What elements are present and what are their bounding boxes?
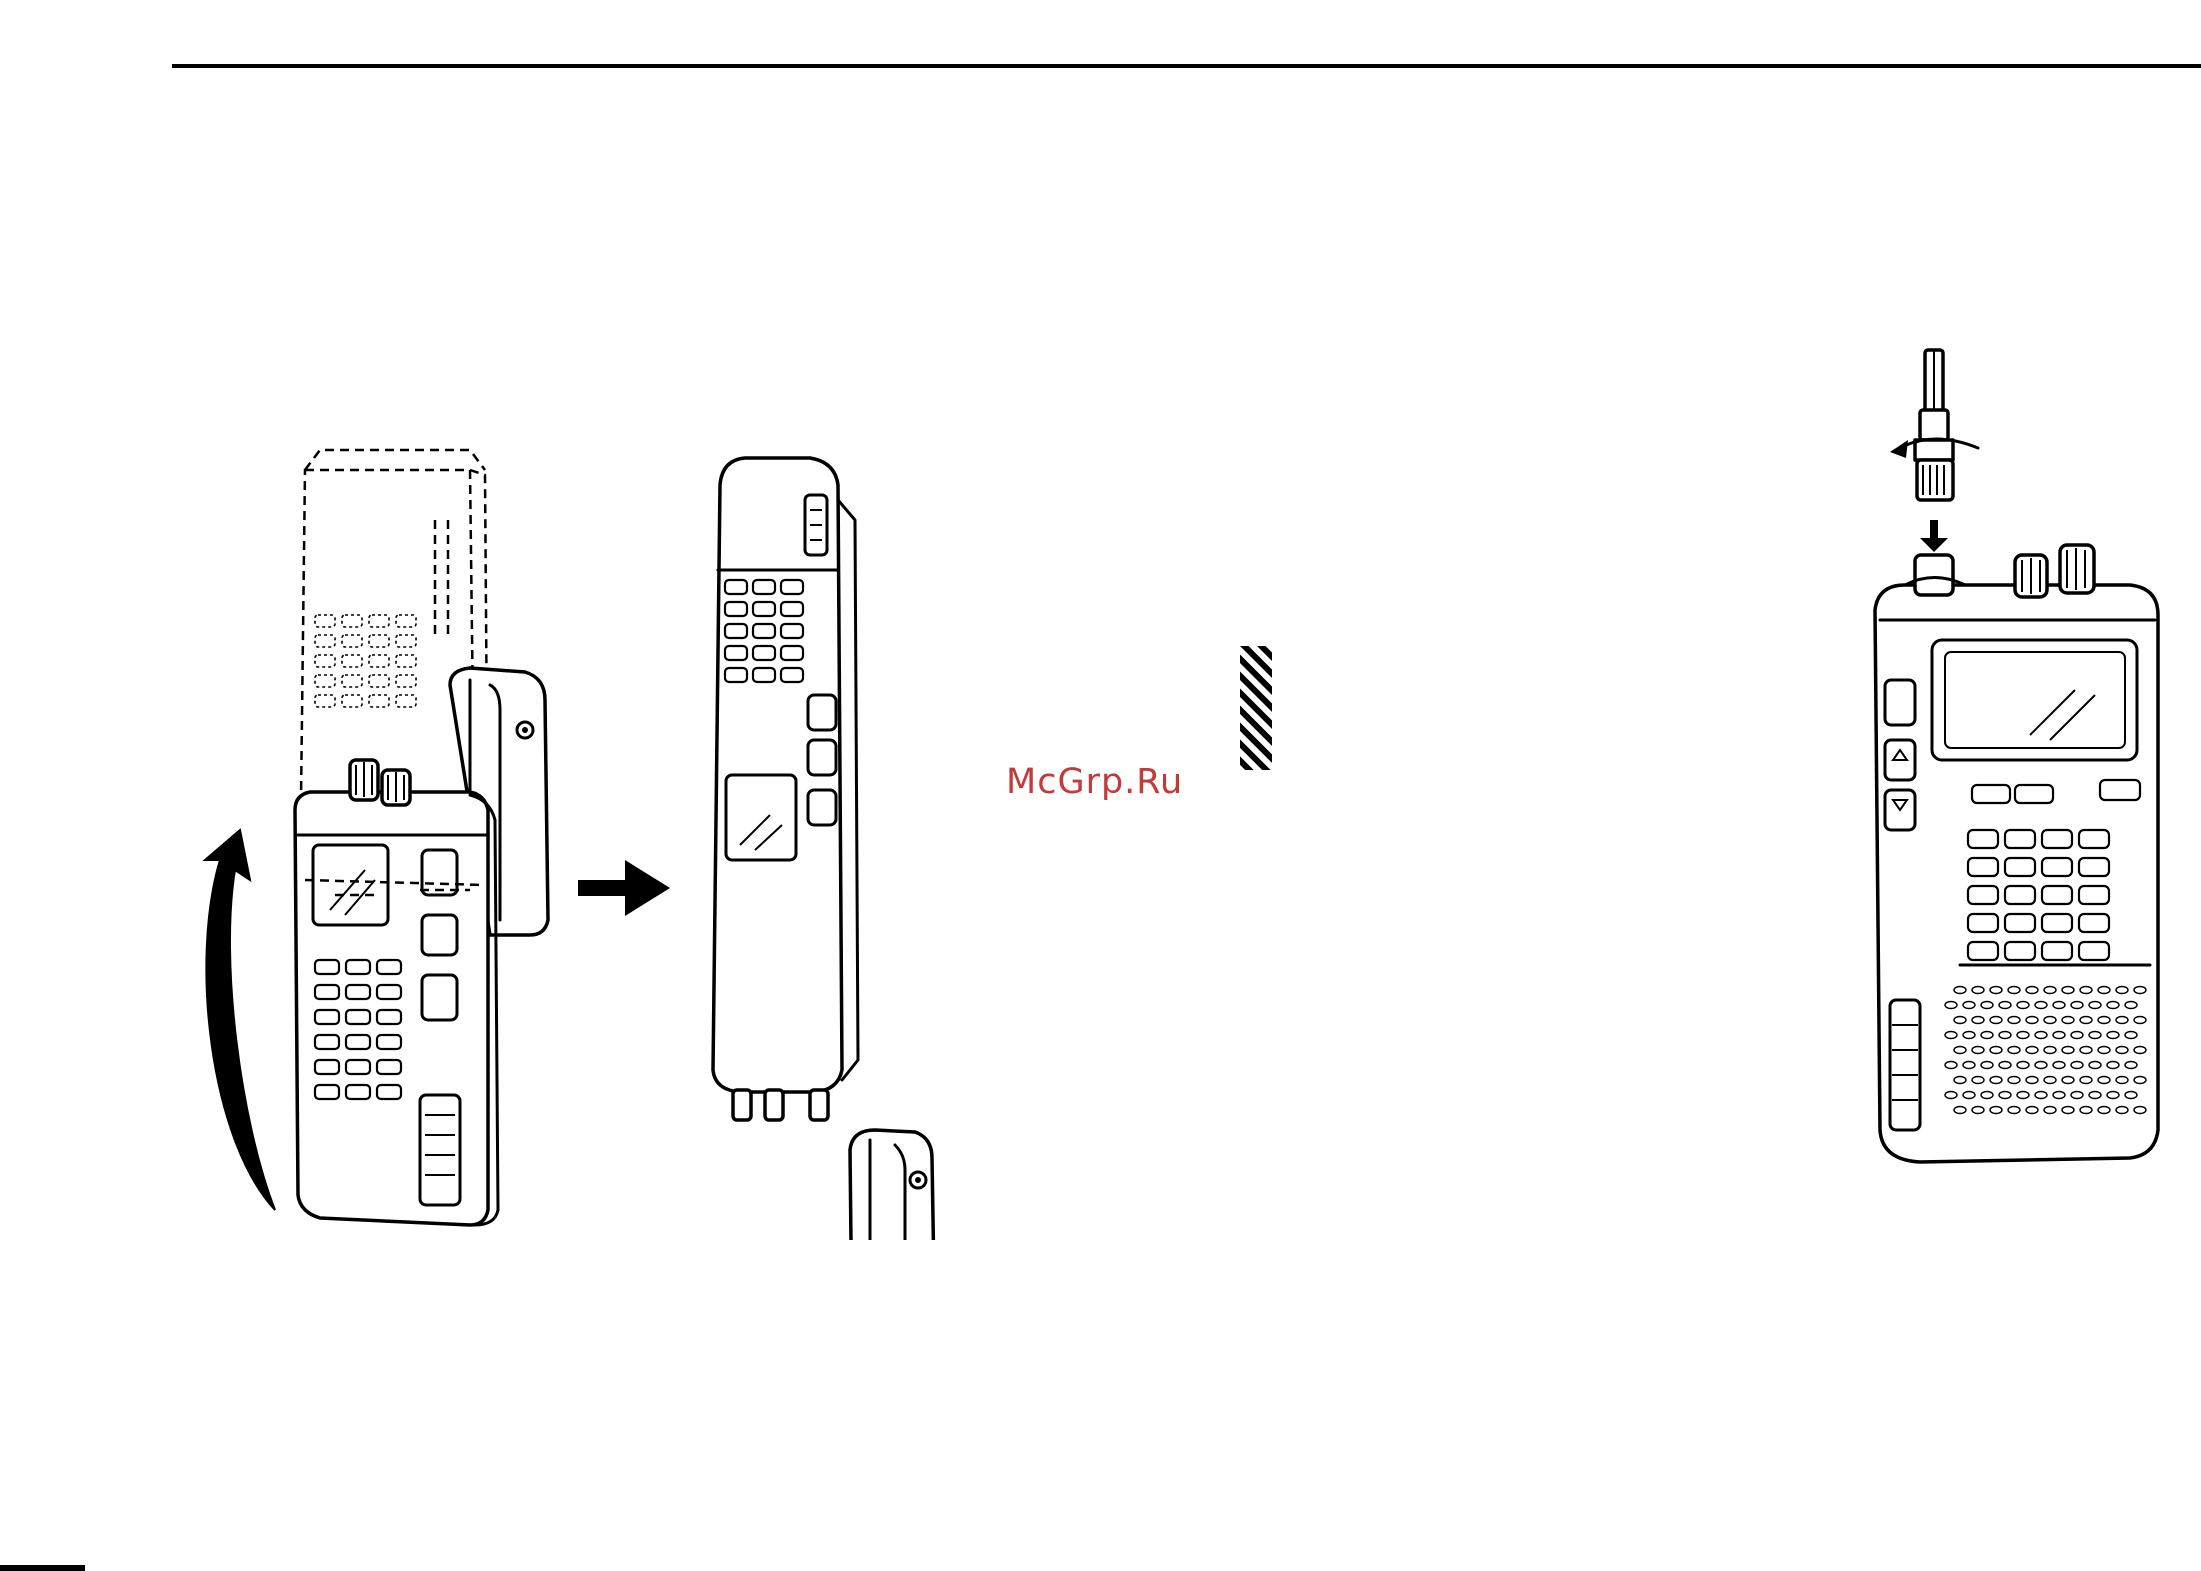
header-rule: [172, 64, 2201, 68]
watermark: McGrp.Ru: [1006, 762, 1183, 802]
radio-body: [295, 760, 498, 1225]
curved-up-arrow-icon: [205, 830, 275, 1210]
antenna-icon: [1915, 350, 1953, 500]
hatched-bar: [1240, 646, 1272, 770]
radio-back-view: [713, 458, 858, 1120]
down-arrow-icon: [1920, 520, 1948, 552]
belt-clip-attach-illustration: [170, 440, 1130, 1240]
antenna-attach-illustration: [1860, 340, 2180, 1190]
right-arrow-icon: [578, 860, 670, 916]
radio-front-view: [1875, 545, 2158, 1162]
belt-clip-standalone: [850, 1130, 935, 1240]
footer-rule: [0, 1565, 85, 1571]
